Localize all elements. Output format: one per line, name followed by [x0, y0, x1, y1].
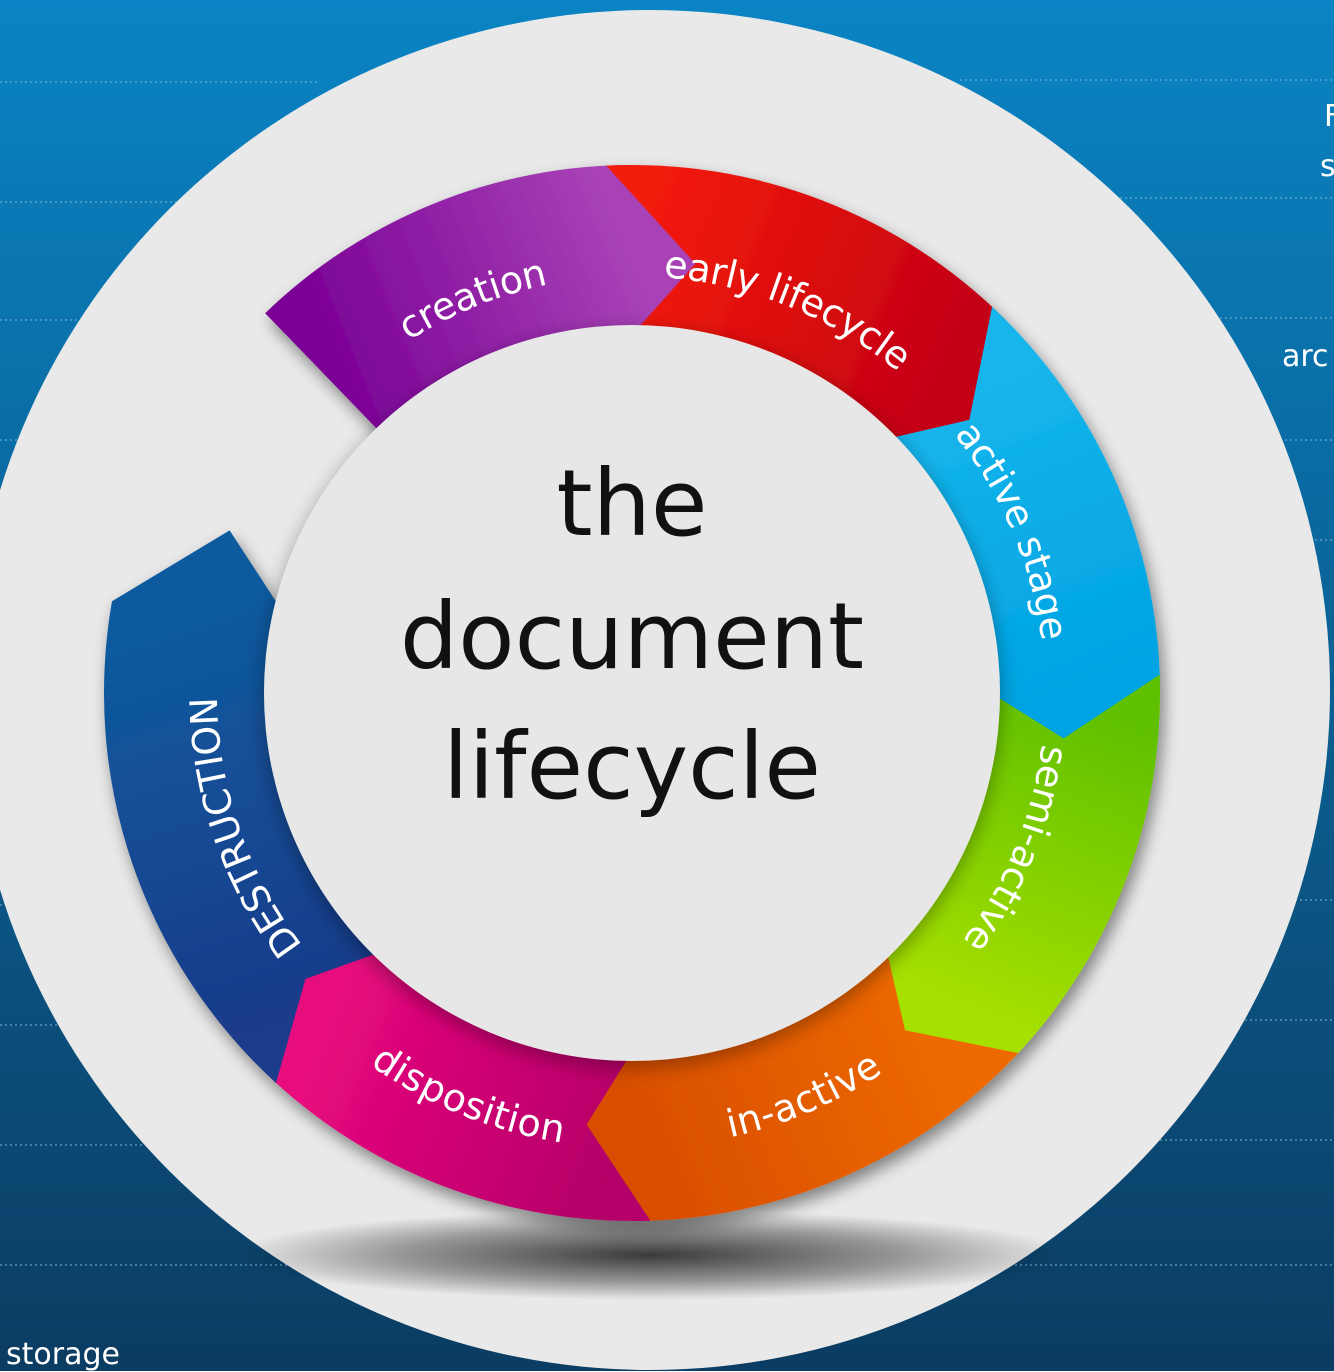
- edge-text-right-mid: arc: [1282, 339, 1329, 374]
- inner-disc: [264, 325, 1000, 1061]
- lifecycle-ring: [103, 164, 1161, 1222]
- segment-inactive: [556, 924, 1019, 1221]
- segment-semi: [872, 674, 1161, 1067]
- segment-disposition: [265, 937, 651, 1222]
- edge-text-bottom-left: storage: [6, 1337, 120, 1372]
- segment-destruction: [103, 530, 403, 1083]
- ground-shadow: [230, 1210, 1070, 1300]
- segment-creation: [265, 165, 752, 449]
- title-line-2: document: [400, 583, 864, 690]
- segment-early: [606, 164, 1006, 453]
- edge-text-top-right-2: s: [1320, 149, 1334, 184]
- title-line-1: the: [557, 450, 708, 557]
- edge-text-top-right-1: F: [1324, 99, 1334, 134]
- segment-active: [863, 306, 1160, 769]
- title-line-3: lifecycle: [443, 713, 821, 820]
